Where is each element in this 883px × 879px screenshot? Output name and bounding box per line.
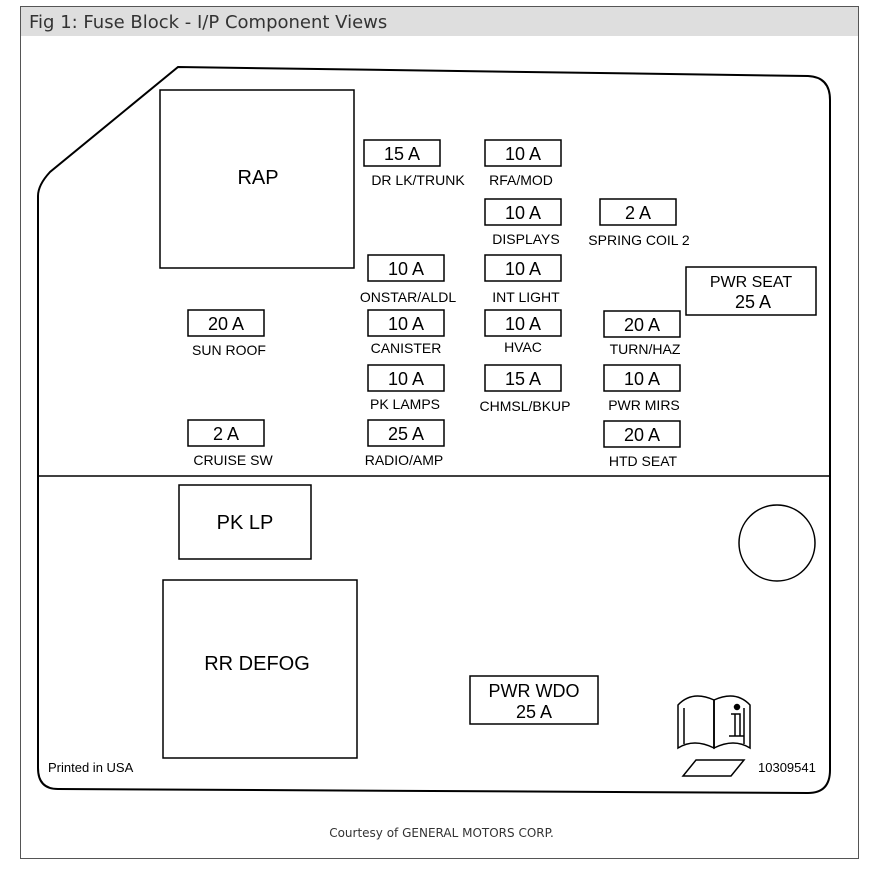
rr-defog-label: RR DEFOG bbox=[204, 653, 310, 675]
fuse-rating: 10 A bbox=[388, 259, 424, 279]
fuse-label: PK LAMPS bbox=[370, 396, 440, 412]
fuse-label: ONSTAR/ALDL bbox=[360, 289, 456, 305]
fuse-displays: 10 A DISPLAYS bbox=[484, 198, 562, 247]
fuse-label: DR LK/TRUNK bbox=[371, 172, 465, 188]
pk-lp-relay: PK LP bbox=[178, 484, 312, 560]
figure-title: Fig 1: Fuse Block - I/P Component Views bbox=[29, 12, 388, 33]
fuse-label: RFA/MOD bbox=[489, 172, 553, 188]
fuse-label: PWR MIRS bbox=[608, 397, 680, 413]
fuse-rating: 20 A bbox=[624, 425, 660, 445]
fuse-htd-seat: 20 A HTD SEAT bbox=[603, 420, 681, 469]
rr-defog-relay: RR DEFOG bbox=[162, 579, 358, 759]
breaker-pwr-seat: PWR SEAT 25 A bbox=[685, 266, 817, 316]
fuse-rating: 10 A bbox=[624, 369, 660, 389]
fuse-rating: 20 A bbox=[624, 315, 660, 335]
fuse-label: HTD SEAT bbox=[609, 453, 678, 469]
fuse-dr-lk-trunk: 15 A DR LK/TRUNK bbox=[363, 139, 465, 188]
fuse-block-outline bbox=[37, 65, 831, 795]
fuse-rating: 20 A bbox=[208, 314, 244, 334]
fuse-radio-amp: 25 A RADIO/AMP bbox=[365, 419, 445, 468]
part-number: 10309541 bbox=[758, 760, 816, 775]
fuse-chmsl-bkup: 15 A CHMSL/BKUP bbox=[479, 364, 571, 414]
info-book-icon bbox=[677, 695, 751, 750]
fuse-pk-lamps: 10 A PK LAMPS bbox=[367, 364, 445, 412]
fuse-rating: 25 A bbox=[388, 424, 424, 444]
fuse-sun-roof: 20 A SUN ROOF bbox=[187, 309, 266, 358]
fuse-rating: 2 A bbox=[213, 424, 239, 444]
printed-in-usa: Printed in USA bbox=[48, 760, 134, 775]
breaker-name: PWR SEAT bbox=[710, 274, 793, 291]
fuse-label: TURN/HAZ bbox=[610, 341, 681, 357]
fuse-rating: 15 A bbox=[505, 369, 541, 389]
fuse-hvac: 10 A HVAC bbox=[484, 309, 562, 355]
fuse-pwr-mirs: 10 A PWR MIRS bbox=[603, 364, 681, 413]
breaker-rating: 25 A bbox=[516, 702, 552, 722]
breaker-name: PWR WDO bbox=[489, 681, 580, 701]
pk-lp-label: PK LP bbox=[217, 512, 274, 534]
fuse-label: CRUISE SW bbox=[193, 452, 273, 468]
fuse-cruise-sw: 2 A CRUISE SW bbox=[187, 419, 273, 468]
rap-relay: RAP bbox=[159, 89, 355, 269]
fuse-rating: 10 A bbox=[505, 203, 541, 223]
fuse-label: SPRING COIL 2 bbox=[588, 232, 690, 248]
fuse-label: INT LIGHT bbox=[492, 289, 560, 305]
fuse-canister: 10 A CANISTER bbox=[367, 309, 445, 356]
fuse-int-light: 10 A INT LIGHT bbox=[484, 254, 562, 305]
fuse-rating: 10 A bbox=[505, 314, 541, 334]
fuse-label: RADIO/AMP bbox=[365, 452, 444, 468]
fuse-label: CHMSL/BKUP bbox=[479, 398, 570, 414]
figure-title-bar: Fig 1: Fuse Block - I/P Component Views bbox=[21, 7, 858, 36]
fuse-turn-haz: 20 A TURN/HAZ bbox=[603, 310, 681, 357]
fuse-spring-coil-2: 2 A SPRING COIL 2 bbox=[588, 198, 690, 248]
fuse-rfa-mod: 10 A RFA/MOD bbox=[484, 139, 562, 188]
mounting-hole bbox=[738, 504, 816, 582]
fuse-rating: 10 A bbox=[505, 259, 541, 279]
fuse-label: CANISTER bbox=[371, 340, 442, 356]
figure-caption: Courtesy of GENERAL MOTORS CORP. bbox=[329, 826, 554, 840]
fuse-rating: 15 A bbox=[384, 144, 420, 164]
fuse-onstar-aldl: 10 A ONSTAR/ALDL bbox=[360, 254, 456, 305]
fuse-rating: 10 A bbox=[505, 144, 541, 164]
fuse-label: SUN ROOF bbox=[192, 342, 266, 358]
fuse-rating: 10 A bbox=[388, 314, 424, 334]
breaker-rating: 25 A bbox=[735, 292, 771, 312]
breaker-pwr-wdo: PWR WDO 25 A bbox=[469, 675, 599, 725]
rap-label: RAP bbox=[237, 167, 278, 189]
fuse-label: DISPLAYS bbox=[492, 231, 559, 247]
fuse-rating: 2 A bbox=[625, 203, 651, 223]
fuse-label: HVAC bbox=[504, 339, 542, 355]
label-tab-icon bbox=[681, 759, 746, 777]
fuse-rating: 10 A bbox=[388, 369, 424, 389]
